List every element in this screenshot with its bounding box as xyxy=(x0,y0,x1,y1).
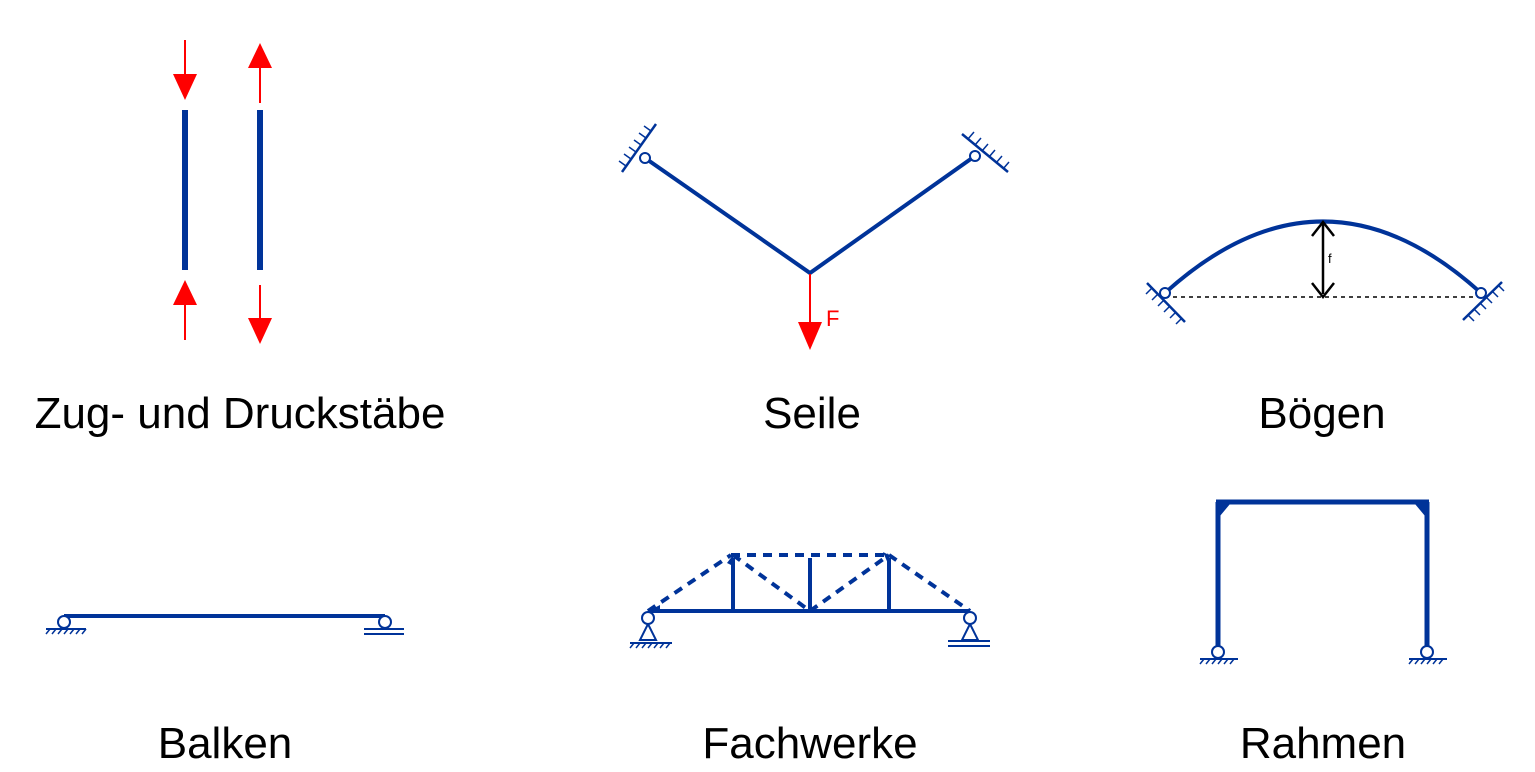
cable xyxy=(643,154,977,276)
rise-dimension-arrow xyxy=(1311,219,1335,300)
cables-caption: Seile xyxy=(763,389,861,438)
tension-force-top-arrow xyxy=(248,43,272,103)
rise-label: f xyxy=(1328,251,1332,266)
truss-right-end-diagonal xyxy=(887,553,972,613)
arches-caption: Bögen xyxy=(1258,389,1386,438)
trusses-panel xyxy=(629,552,990,649)
beam-roller-support xyxy=(364,615,404,635)
force-label: F xyxy=(826,306,839,331)
truss-roller-support xyxy=(948,611,990,647)
beam-pin-support xyxy=(45,615,87,635)
load-force-arrow xyxy=(798,274,822,350)
frame-left-support xyxy=(1199,645,1238,665)
right-fixed-support xyxy=(961,131,1010,173)
rods-caption: Zug- und Druckstäbe xyxy=(34,389,446,438)
rods-panel xyxy=(173,40,272,344)
compression-force-top-arrow xyxy=(173,40,197,100)
truss-diagonal-2 xyxy=(808,553,891,613)
cables-panel: F xyxy=(618,123,1010,350)
tension-force-bottom-arrow xyxy=(248,285,272,344)
frames-caption: Rahmen xyxy=(1239,719,1407,768)
trusses-caption: Fachwerke xyxy=(702,719,918,768)
frames-panel xyxy=(1199,499,1447,665)
truss-diagonal-1 xyxy=(731,553,812,613)
beams-panel xyxy=(45,614,404,635)
arch-left-support xyxy=(1145,282,1186,325)
compression-force-bottom-arrow xyxy=(173,280,197,340)
truss-pin-support xyxy=(629,611,672,649)
arches-panel: f xyxy=(1145,219,1505,325)
arch-right-support xyxy=(1462,281,1505,322)
beams-caption: Balken xyxy=(157,719,293,768)
left-fixed-support xyxy=(618,123,658,173)
frame-right-support xyxy=(1408,645,1447,665)
truss-left-end-diagonal xyxy=(646,553,733,613)
